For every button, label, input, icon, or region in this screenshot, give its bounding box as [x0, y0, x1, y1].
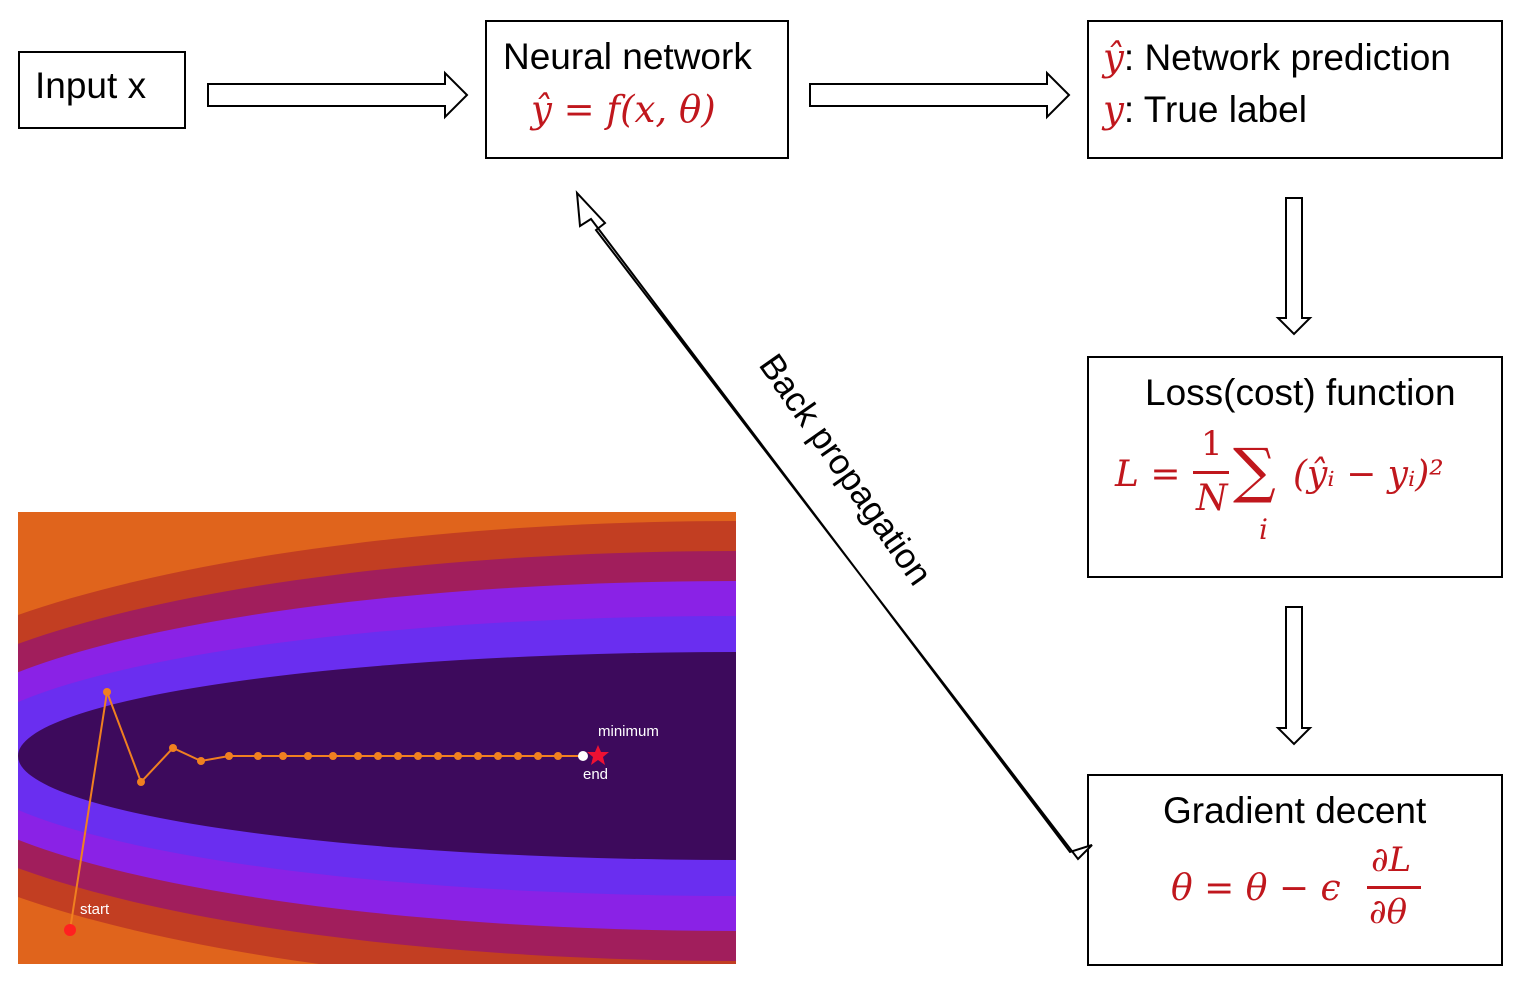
path-point: [434, 752, 442, 760]
path-point: [534, 752, 542, 760]
path-point: [329, 752, 337, 760]
path-point: [304, 752, 312, 760]
path-point: [474, 752, 482, 760]
prediction-symbol: ŷ: [1103, 36, 1124, 79]
arrow-loss-to-gradient: [1275, 606, 1313, 746]
gradient-fraction-bar: [1367, 886, 1421, 889]
true-symbol: y: [1103, 88, 1124, 131]
prediction-label: : Network prediction: [1123, 37, 1451, 78]
path-point: [225, 752, 233, 760]
arrow-network-to-output: [809, 70, 1071, 120]
path-point: [103, 688, 111, 696]
loss-fraction-bar: [1193, 471, 1229, 474]
network-box: Neural network ŷ = f(x, θ): [485, 20, 789, 159]
path-point: [494, 752, 502, 760]
gradient-title: Gradient decent: [1163, 790, 1427, 831]
descent-path: [69, 688, 583, 931]
minimum-label: minimum: [598, 723, 659, 740]
gradient-denominator: ∂θ: [1369, 892, 1408, 932]
arrow-output-to-loss: [1275, 197, 1313, 336]
output-box: ŷ: Network prediction y: True label: [1087, 20, 1503, 159]
path-point: [414, 752, 422, 760]
true-label-line: y: True label: [1103, 88, 1307, 131]
loss-sum-index: i: [1259, 513, 1268, 546]
input-label: Input x: [35, 65, 147, 106]
contour-plot: start end minimum: [18, 512, 736, 964]
path-point: [514, 752, 522, 760]
loss-title: Loss(cost) function: [1145, 372, 1456, 413]
gradient-lhs: θ = θ − ϵ: [1171, 868, 1341, 909]
path-point: [394, 752, 402, 760]
path-point: [137, 778, 145, 786]
path-point: [454, 752, 462, 760]
start-label: start: [80, 901, 110, 918]
descent-path-points: [103, 688, 562, 786]
network-title: Neural network: [503, 36, 752, 77]
input-box: Input x: [18, 51, 186, 129]
path-point: [197, 757, 205, 765]
end-point: [578, 751, 588, 761]
arrow-input-to-network: [207, 70, 469, 120]
gradient-numerator: ∂L: [1371, 840, 1412, 880]
minimum-star: [587, 745, 609, 765]
gradient-box: Gradient decent θ = θ − ϵ ∂L ∂θ: [1087, 774, 1503, 966]
path-point: [374, 752, 382, 760]
path-point: [169, 744, 177, 752]
loss-denominator: N: [1196, 478, 1228, 519]
loss-term: (ŷᵢ − yᵢ)²: [1293, 454, 1444, 495]
true-label: : True label: [1123, 89, 1307, 130]
path-point: [554, 752, 562, 760]
path-point: [279, 752, 287, 760]
loss-numerator: 1: [1201, 424, 1223, 464]
end-label: end: [583, 766, 608, 783]
prediction-line: ŷ: Network prediction: [1103, 36, 1451, 79]
path-point: [354, 752, 362, 760]
network-formula: ŷ = f(x, θ): [531, 88, 716, 131]
loss-lhs: L =: [1115, 454, 1181, 495]
path-point: [254, 752, 262, 760]
start-point: [64, 924, 76, 936]
loss-sum-symbol: ∑: [1233, 436, 1276, 506]
backprop-label: Back propagation: [751, 346, 940, 593]
loss-box: Loss(cost) function L = 1 N ∑ i (ŷᵢ − yᵢ…: [1087, 356, 1503, 578]
